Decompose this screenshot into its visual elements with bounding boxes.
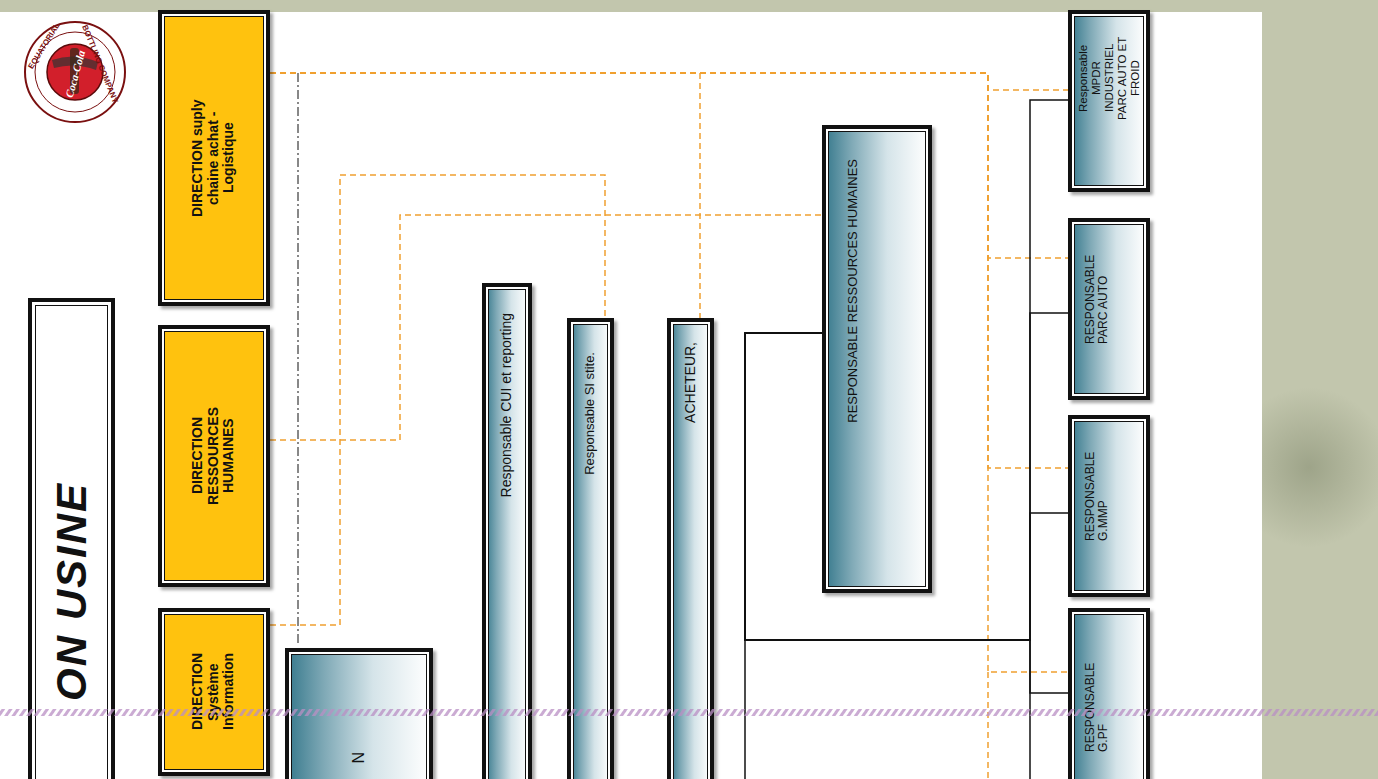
manager-box: N: [285, 648, 433, 779]
box-text: DIRECTION Système Information: [190, 646, 237, 738]
hatched-band: [0, 709, 1378, 716]
role-box: ACHETEUR,: [667, 318, 714, 779]
direction-box: DIRECTION suply chaine achat - Logistiqu…: [158, 10, 270, 306]
reporting-line: [270, 73, 1068, 258]
role-box: RESPONSABLE PARC AUTO: [1068, 218, 1150, 400]
box-text: Responsable MPDR INDUSTRIEL PARC AUTO ET…: [1077, 32, 1141, 124]
diagram-title: ON USINE: [48, 482, 95, 701]
reporting-line: [270, 73, 700, 318]
title-frame: ON USINE: [28, 298, 115, 779]
tree-line: [1029, 640, 1031, 779]
box-text: DIRECTION RESSOURCES HUMAINES: [190, 406, 237, 506]
dashed-line: [987, 672, 989, 779]
role-box: Responsable CUI et reporting: [482, 283, 532, 779]
box-text: RESPONSABLE RESSOURCES HUMAINES: [846, 159, 861, 423]
logo-ring: [25, 22, 125, 122]
box-text: RESPONSABLE G.MMP: [1084, 441, 1111, 541]
dash-dot-line: [298, 73, 299, 646]
role-box: RESPONSABLE G.MMP: [1068, 415, 1150, 597]
box-text: DIRECTION suply chaine achat - Logistiqu…: [190, 99, 237, 217]
reporting-line: [745, 100, 1068, 640]
box-text: RESPONSABLE G.PF: [1084, 652, 1111, 752]
reporting-line: [270, 73, 1068, 90]
reporting-line: [270, 175, 605, 625]
role-box: RESPONSABLE RESSOURCES HUMAINES: [822, 125, 932, 593]
tree-line: [744, 640, 746, 779]
box-text: RESPONSABLE PARC AUTO: [1084, 244, 1111, 344]
role-box: Responsable MPDR INDUSTRIEL PARC AUTO ET…: [1068, 10, 1150, 192]
direction-box: DIRECTION Système Information: [158, 608, 270, 776]
box-text: N: [350, 752, 368, 764]
reporting-line: [270, 215, 822, 440]
box-text: Responsable SI stite.: [583, 352, 598, 475]
company-logo: [25, 22, 125, 122]
box-text: ACHETEUR,: [683, 342, 699, 423]
box-text: Responsable CUI et reporting: [499, 313, 515, 497]
role-box: Responsable SI stite.: [567, 318, 614, 779]
direction-box: DIRECTION RESSOURCES HUMAINES: [158, 325, 270, 587]
role-box: RESPONSABLE G.PF: [1068, 608, 1150, 779]
